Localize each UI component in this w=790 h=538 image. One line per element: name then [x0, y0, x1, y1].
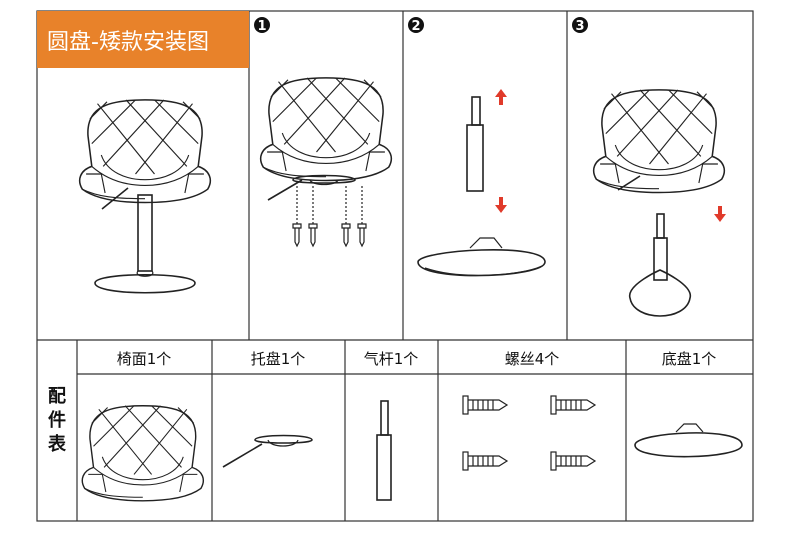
part-label-seat: 椅面1个 — [117, 350, 172, 368]
assembled-stool — [80, 100, 211, 293]
parts-table: 配 件 表 椅面1个 托盘1个 气杆1个 螺丝4个 底盘1个 — [48, 340, 753, 521]
seat-icon — [82, 406, 203, 501]
part-label-screws: 螺丝4个 — [505, 350, 560, 368]
svg-text:3: 3 — [575, 19, 584, 34]
gas-lift-icon — [377, 401, 391, 500]
title-banner: 圆盘-矮款安装图 — [37, 11, 249, 68]
screw-icon — [463, 396, 595, 470]
svg-text:件: 件 — [48, 409, 66, 431]
svg-text:1: 1 — [257, 19, 266, 34]
base-disc-icon — [635, 424, 742, 457]
page-title: 圆盘-矮款安装图 — [47, 30, 209, 55]
svg-text:表: 表 — [48, 433, 67, 455]
step-2-panel: 2 — [408, 17, 545, 276]
step-3-panel: 3 — [572, 17, 726, 316]
part-label-base: 底盘1个 — [662, 350, 717, 368]
part-label-gas-lift: 气杆1个 — [364, 350, 419, 368]
svg-text:配: 配 — [48, 386, 66, 407]
tray-icon — [223, 436, 312, 468]
part-label-tray: 托盘1个 — [251, 350, 306, 368]
parts-side-label: 配 件 表 — [48, 386, 67, 455]
step-1-panel: 1 — [254, 17, 391, 246]
outer-frame — [37, 11, 753, 521]
svg-text:2: 2 — [411, 19, 420, 34]
